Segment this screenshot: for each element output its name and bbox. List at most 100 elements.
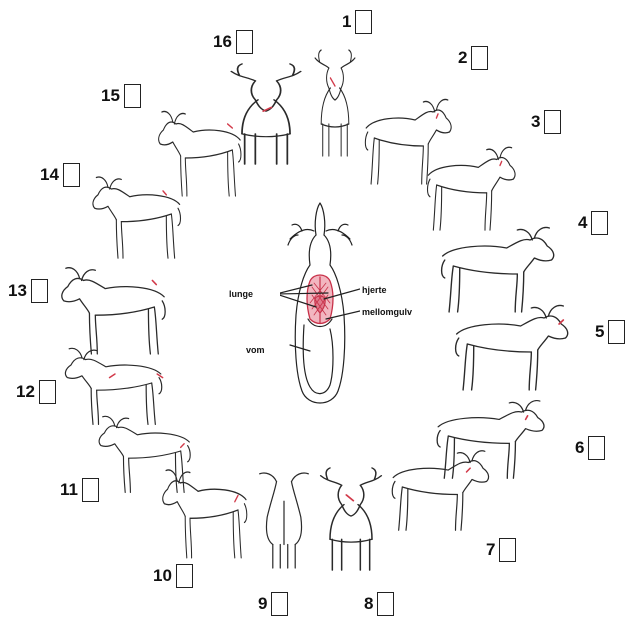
position-number: 13 — [8, 281, 27, 301]
position-label-7: 7 — [486, 538, 516, 562]
wound-mark — [110, 374, 116, 378]
position-checkbox-3[interactable] — [544, 110, 561, 134]
moose-outline-stroke — [507, 442, 515, 479]
position-checkbox-5[interactable] — [608, 320, 625, 344]
position-label-9: 9 — [258, 592, 288, 616]
label-lunge: lunge — [229, 289, 253, 299]
moose-outline-stroke — [315, 50, 355, 68]
moose-outline-stroke — [330, 539, 372, 542]
moose-outline-stroke — [231, 64, 300, 81]
moose-outline-stroke — [443, 238, 554, 272]
position-checkbox-1[interactable] — [355, 10, 372, 34]
vom-pointer — [290, 345, 310, 351]
position-label-2: 2 — [458, 46, 488, 70]
moose-outline-stroke — [442, 260, 445, 278]
position-checkbox-13[interactable] — [31, 279, 48, 303]
moose-outline-stroke — [330, 505, 372, 540]
moose-outline-stroke — [159, 378, 162, 394]
moose-outline-stroke — [453, 266, 517, 274]
top-view-antler-left — [288, 224, 314, 245]
position-number: 2 — [458, 48, 467, 68]
position-number: 4 — [578, 213, 587, 233]
moose-outline-stroke — [89, 313, 97, 354]
moose-outline-stroke — [188, 446, 191, 462]
moose-outline-stroke — [467, 344, 531, 352]
position-number: 16 — [213, 32, 232, 52]
moose-outline-stroke — [323, 124, 348, 156]
moose-figure-8 — [316, 466, 386, 572]
moose-outline-stroke — [242, 134, 290, 137]
moose-outline-stroke — [162, 301, 165, 319]
wound-mark — [235, 495, 238, 501]
position-number: 7 — [486, 540, 495, 560]
moose-outline-stroke — [178, 208, 181, 225]
position-checkbox-2[interactable] — [471, 46, 488, 70]
position-checkbox-16[interactable] — [236, 30, 253, 54]
moose-outline-stroke — [456, 338, 459, 356]
moose-outline-stroke — [332, 539, 369, 570]
moose-outline-stroke — [402, 487, 457, 495]
position-label-6: 6 — [575, 436, 605, 460]
position-checkbox-10[interactable] — [176, 564, 193, 588]
top-view-rumen-outline — [303, 325, 333, 394]
moose-outline-stroke — [245, 134, 288, 164]
moose-outline-stroke — [463, 344, 474, 390]
moose-outline-stroke — [244, 504, 246, 523]
moose-outline-stroke — [428, 158, 515, 191]
moose-outline-stroke — [392, 481, 395, 498]
moose-outline-stroke — [529, 350, 538, 390]
moose-outline-stroke — [123, 456, 130, 492]
position-number: 6 — [575, 438, 584, 458]
moose-outline-stroke — [371, 138, 379, 184]
moose-outline-stroke — [321, 124, 349, 127]
position-number: 15 — [101, 86, 120, 106]
position-checkbox-15[interactable] — [124, 84, 141, 108]
moose-figure-5 — [446, 294, 574, 394]
position-checkbox-8[interactable] — [377, 592, 394, 616]
position-checkbox-7[interactable] — [499, 538, 516, 562]
moose-outline-stroke — [251, 81, 280, 111]
wound-mark — [526, 416, 528, 420]
position-number: 8 — [364, 594, 373, 614]
moose-outline-stroke — [148, 307, 158, 354]
position-number: 11 — [60, 480, 78, 500]
moose-outline-stroke — [327, 68, 344, 100]
position-checkbox-11[interactable] — [82, 478, 99, 502]
moose-outline-stroke — [399, 487, 408, 530]
position-checkbox-14[interactable] — [63, 163, 80, 187]
position-label-1: 1 — [342, 10, 372, 34]
wound-mark — [500, 161, 502, 165]
position-number: 1 — [342, 12, 351, 32]
position-number: 9 — [258, 594, 267, 614]
position-number: 5 — [595, 322, 604, 342]
moose-outline-stroke — [146, 383, 155, 424]
moose-outline-stroke — [242, 100, 290, 134]
position-label-3: 3 — [531, 110, 561, 134]
position-checkbox-12[interactable] — [39, 380, 56, 404]
moose-outline-stroke — [185, 516, 191, 558]
moose-outline-stroke — [190, 510, 238, 518]
position-number: 10 — [153, 566, 172, 586]
moose-outline-stroke — [91, 388, 98, 424]
moose-outline-stroke — [338, 485, 364, 516]
moose-outline-stroke — [97, 383, 152, 390]
position-checkbox-9[interactable] — [271, 592, 288, 616]
wound-mark — [152, 280, 156, 284]
wound-mark — [181, 444, 184, 448]
position-label-13: 13 — [8, 279, 48, 303]
label-hjerte: hjerte — [362, 285, 387, 295]
moose-figure-13 — [56, 256, 174, 358]
moose-outline-stroke — [374, 138, 423, 146]
position-checkbox-4[interactable] — [591, 211, 608, 235]
moose-outline-stroke — [233, 510, 241, 558]
moose-outline-stroke — [393, 461, 488, 493]
position-checkbox-6[interactable] — [588, 436, 605, 460]
moose-outline-stroke — [260, 473, 309, 482]
moose-outline-stroke — [181, 156, 187, 196]
label-vom: vom — [246, 345, 265, 355]
moose-outline-stroke — [65, 358, 160, 389]
wound-mark — [330, 78, 335, 86]
position-label-15: 15 — [101, 84, 141, 108]
position-number: 14 — [40, 165, 59, 185]
